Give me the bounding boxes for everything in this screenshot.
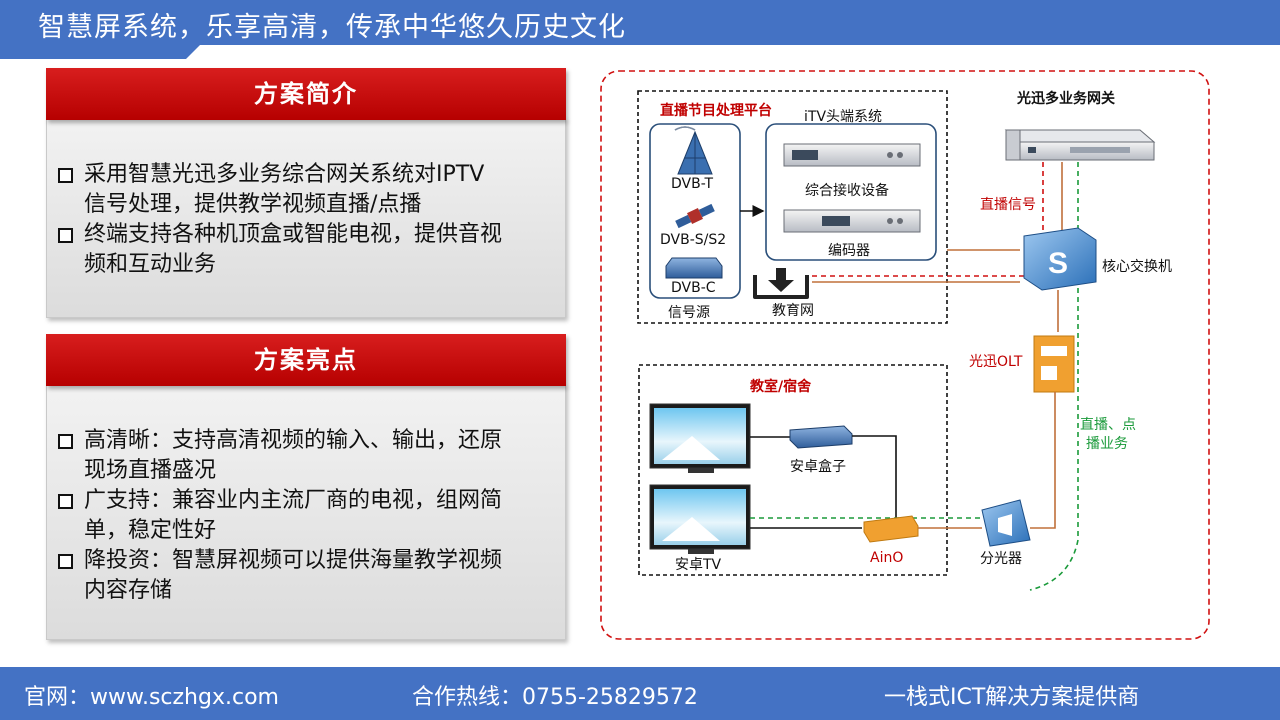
aino-label: AinO — [870, 550, 904, 566]
splitter-label: 分光器 — [980, 551, 1022, 567]
olt-device-icon — [1033, 335, 1075, 393]
header-tab-notch — [0, 45, 200, 59]
footer-slogan: 一栈式ICT解决方案提供商 — [884, 685, 1140, 710]
highlight-bullet: 高清晰：支持高清视频的输入、输出，还原 现场直播盛况 — [56, 426, 566, 486]
gateway-device-icon — [1004, 129, 1156, 161]
android-box-icon — [789, 425, 853, 449]
square-bullet-icon — [58, 228, 73, 243]
aino-device-icon — [863, 515, 919, 543]
vod-label-line1: 直播、点 — [1080, 417, 1136, 433]
bullet-line: 终端支持各种机顶盒或智能电视，提供音视 — [84, 222, 503, 247]
classroom-frame — [638, 364, 948, 576]
page-title: 智慧屏系统，乐享高清，传承中华悠久历史文化 — [38, 12, 626, 43]
encoder-label: 编码器 — [828, 243, 870, 259]
switch-letter: S — [1048, 247, 1068, 280]
intro-bullet: 终端支持各种机顶盒或智能电视，提供音视 频和互动业务 — [56, 220, 566, 280]
vod-service-link — [1029, 162, 1079, 591]
satellite-icon — [675, 203, 715, 229]
highlights-panel — [46, 384, 566, 640]
intro-panel — [46, 118, 566, 318]
edu-net-label: 教育网 — [772, 303, 814, 319]
itv-system-label: iTV头端系统 — [804, 109, 883, 125]
square-bullet-icon — [58, 168, 73, 183]
tv-bottom-icon — [649, 484, 751, 554]
download-tray-icon — [753, 268, 809, 299]
tv-top-icon — [649, 403, 751, 473]
intro-bullet: 采用智慧光迅多业务综合网关系统对IPTV 信号处理，提供教学视频直播/点播 — [56, 160, 566, 220]
live-signal-label: 直播信号 — [980, 197, 1036, 213]
core-switch-label: 核心交换机 — [1102, 259, 1172, 275]
header-bar — [0, 0, 1280, 45]
square-bullet-icon — [58, 434, 73, 449]
bullet-line: 现场直播盛况 — [84, 458, 217, 483]
live-platform-label: 直播节目处理平台 — [660, 103, 772, 119]
bullet-line: 降投资：智慧屏视频可以提供海量教学视频 — [84, 548, 503, 573]
gateway-label: 光迅多业务网关 — [1017, 91, 1115, 107]
cable-receiver-icon — [665, 257, 723, 279]
bullet-line: 高清晰：支持高清视频的输入、输出，还原 — [84, 428, 503, 453]
highlights-panel-header: 方案亮点 — [46, 334, 566, 386]
receiver-rack-icon — [783, 143, 921, 167]
intro-title: 方案简介 — [254, 80, 358, 108]
live-platform-frame — [637, 90, 948, 324]
bullet-line: 采用智慧光迅多业务综合网关系统对IPTV — [84, 162, 485, 187]
footer-bar: 官网：www.sczhgx.com 合作热线：0755-25829572 一栈式… — [0, 667, 1280, 720]
highlight-bullet: 降投资：智慧屏视频可以提供海量教学视频 内容存储 — [56, 546, 566, 606]
network-diagram: S — [600, 70, 1212, 642]
android-tv-label: 安卓TV — [675, 557, 722, 573]
classroom-label: 教室/宿舍 — [750, 379, 812, 395]
encoder-rack-icon — [783, 209, 921, 233]
dvb-s-label: DVB-S/S2 — [660, 232, 727, 248]
core-switch-icon: S — [1023, 227, 1097, 291]
bullet-line: 频和互动业务 — [84, 252, 217, 277]
signal-source-label: 信号源 — [668, 305, 710, 321]
bullet-line: 单，稳定性好 — [84, 518, 217, 543]
optical-splitter-icon — [981, 499, 1031, 547]
highlights-bullet-list: 高清晰：支持高清视频的输入、输出，还原 现场直播盛况 广支持：兼容业内主流厂商的… — [56, 426, 566, 606]
intro-bullet-list: 采用智慧光迅多业务综合网关系统对IPTV 信号处理，提供教学视频直播/点播 终端… — [56, 160, 566, 280]
bullet-line: 信号处理，提供教学视频直播/点播 — [84, 192, 422, 217]
vod-label-line2: 播业务 — [1086, 436, 1128, 452]
bullet-line: 内容存储 — [84, 578, 173, 603]
footer-hotline: 合作热线：0755-25829572 — [412, 685, 698, 710]
outer-frame — [600, 70, 1210, 640]
footer-website[interactable]: 官网：www.sczhgx.com — [24, 685, 279, 710]
olt-splitter-link — [1030, 392, 1056, 529]
intro-panel-header: 方案简介 — [46, 68, 566, 120]
box-aino-link — [852, 435, 897, 518]
highlight-bullet: 广支持：兼容业内主流厂商的电视，组网简 单，稳定性好 — [56, 486, 566, 546]
diagram-canvas: S — [600, 70, 1210, 640]
android-box-label: 安卓盒子 — [790, 459, 846, 475]
square-bullet-icon — [58, 494, 73, 509]
dvb-t-label: DVB-T — [671, 176, 714, 192]
square-bullet-icon — [58, 554, 73, 569]
olt-label: 光迅OLT — [969, 354, 1023, 370]
antenna-tower-icon — [674, 126, 713, 175]
highlights-title: 方案亮点 — [254, 346, 358, 374]
dvb-c-label: DVB-C — [671, 280, 716, 296]
receiver-label: 综合接收设备 — [805, 183, 889, 199]
bullet-line: 广支持：兼容业内主流厂商的电视，组网简 — [84, 488, 503, 513]
